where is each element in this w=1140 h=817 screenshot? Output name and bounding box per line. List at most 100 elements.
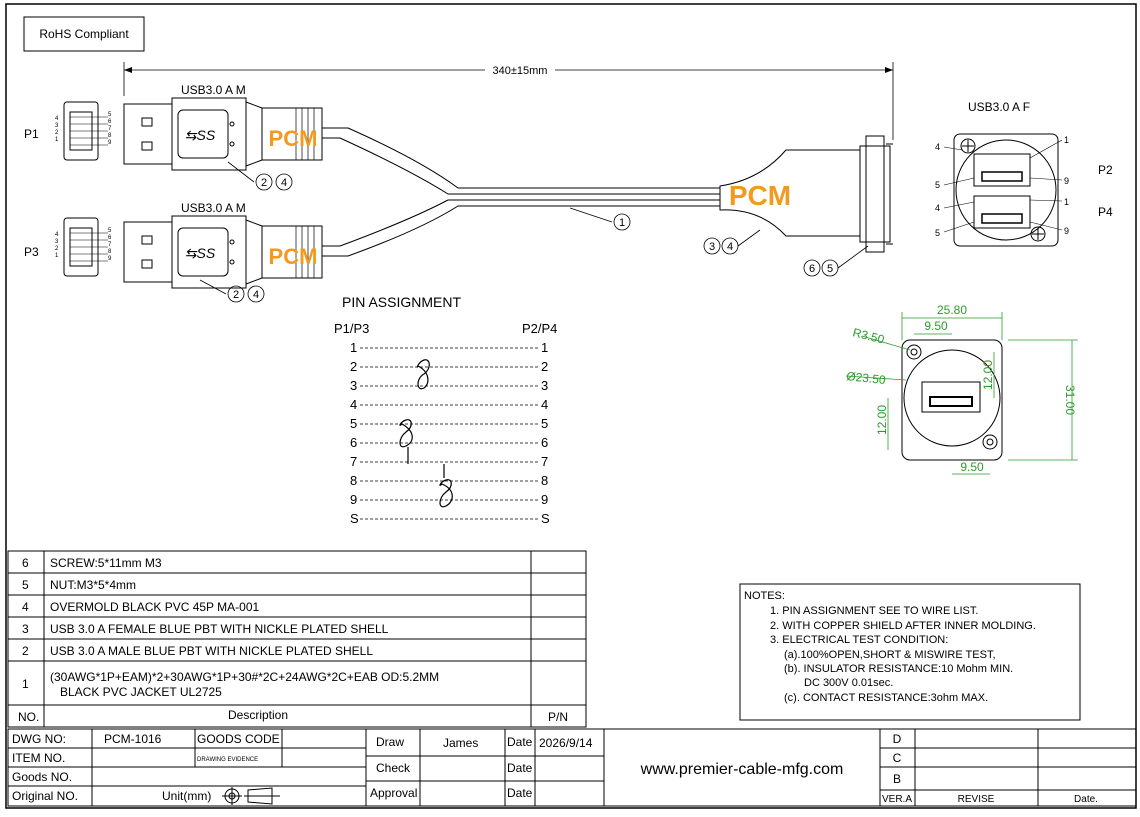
- svg-text:1: 1: [1064, 197, 1069, 207]
- svg-text:5: 5: [22, 578, 29, 592]
- svg-text:PIN ASSIGNMENT: PIN ASSIGNMENT: [342, 294, 461, 310]
- svg-text:5: 5: [935, 180, 940, 190]
- svg-text:Date: Date: [507, 761, 533, 775]
- pin-left-S: S: [350, 511, 359, 526]
- svg-text:Draw: Draw: [376, 735, 404, 749]
- svg-text:2: 2: [22, 644, 29, 658]
- plug2-label: USB3.0 A M: [181, 201, 246, 215]
- svg-text:4: 4: [55, 232, 59, 238]
- pin-left-2: 2: [350, 359, 357, 374]
- svg-text:6: 6: [108, 119, 112, 125]
- svg-text:(a).100%OPEN,SHORT & MISWIRE T: (a).100%OPEN,SHORT & MISWIRE TEST,: [784, 649, 996, 661]
- svg-text:9.50: 9.50: [924, 319, 948, 333]
- svg-text:9: 9: [108, 256, 112, 262]
- twisted-pair-marks: [399, 359, 453, 508]
- pin-left-4: 4: [350, 397, 357, 412]
- svg-text:REVISE: REVISE: [958, 794, 995, 805]
- svg-text:Date: Date: [507, 735, 533, 749]
- website-url: www.premier-cable-mfg.com: [640, 761, 844, 778]
- svg-text:PCM-1016: PCM-1016: [104, 732, 162, 746]
- svg-text:9: 9: [1064, 226, 1069, 236]
- svg-text:B: B: [893, 772, 901, 786]
- svg-text:(b). INSULATOR RESISTANCE:10 M: (b). INSULATOR RESISTANCE:10 Mohm MIN.: [784, 663, 1013, 675]
- receptacle-side-view: PCM: [719, 135, 893, 253]
- svg-text:7: 7: [108, 126, 112, 132]
- svg-text:12.00: 12.00: [875, 405, 889, 435]
- pin-right-6: 6: [541, 435, 548, 450]
- usb-plug-1: ⇆SS PCM: [123, 97, 323, 171]
- title-block-grid: [7, 728, 1137, 807]
- svg-text:3: 3: [22, 622, 29, 636]
- title-block-text: DWG NO: PCM-1016 GOODS CODE ITEM NO. DRA…: [12, 732, 1098, 805]
- notes-box: [739, 583, 1081, 721]
- pcm-logo-2: PCM: [269, 244, 318, 269]
- svg-text:4: 4: [55, 116, 59, 122]
- svg-text:3: 3: [55, 239, 59, 245]
- svg-text:5: 5: [108, 228, 112, 234]
- svg-text:2: 2: [261, 177, 267, 189]
- svg-text:5: 5: [108, 112, 112, 118]
- svg-text:1. PIN ASSIGNMENT SEE TO WIRE: 1. PIN ASSIGNMENT SEE TO WIRE LIST.: [770, 605, 978, 617]
- overall-dimension: 340±15mm: [123, 62, 894, 140]
- rohs-box: [23, 16, 145, 52]
- svg-text:4: 4: [727, 241, 733, 253]
- p3-label: P3: [24, 245, 39, 259]
- pin-left-7: 7: [350, 454, 357, 469]
- svg-text:1: 1: [55, 253, 59, 259]
- svg-text:DWG NO:: DWG NO:: [12, 732, 66, 746]
- svg-text:8: 8: [108, 133, 112, 139]
- pin-left-5: 5: [350, 416, 357, 431]
- svg-text:4: 4: [281, 177, 287, 189]
- p2-label: P2: [1098, 163, 1113, 177]
- pin-left-9: 9: [350, 492, 357, 507]
- svg-text:Ø23.50: Ø23.50: [846, 369, 887, 387]
- svg-text:31.00: 31.00: [1063, 385, 1077, 415]
- svg-text:GOODS CODE: GOODS CODE: [197, 732, 280, 746]
- pin-right-2: 2: [541, 359, 548, 374]
- svg-text:1: 1: [55, 137, 59, 143]
- cable-y-split: [322, 127, 720, 257]
- svg-text:12.00: 12.00: [981, 360, 995, 390]
- callouts: [199, 161, 869, 303]
- svg-text:Approval: Approval: [370, 786, 417, 800]
- svg-text:4: 4: [22, 600, 29, 614]
- pin-right-S: S: [541, 511, 550, 526]
- pin-right-7: 7: [541, 454, 548, 469]
- svg-text:4: 4: [253, 289, 259, 301]
- svg-text:USB 3.0 A MALE BLUE PBT WITH: USB 3.0 A MALE BLUE PBT WITH NICKLE PLAT…: [50, 644, 373, 658]
- pin-right-3: 3: [541, 378, 548, 393]
- pin-left-3: 3: [350, 378, 357, 393]
- svg-text:NUT:M3*5*4mm: NUT:M3*5*4mm: [50, 578, 136, 592]
- svg-text:(30AWG*1P+EAM)*2+30AWG*1P+30#*: (30AWG*1P+EAM)*2+30AWG*1P+30#*2C+24AWG*2…: [50, 670, 439, 684]
- pcm-logo-3: PCM: [729, 180, 791, 211]
- pin-right-1: 1: [541, 340, 548, 355]
- svg-text:(c). CONTACT RESISTANCE:3ohm M: (c). CONTACT RESISTANCE:3ohm MAX.: [784, 692, 988, 704]
- svg-text:4: 4: [935, 203, 940, 213]
- svg-text:4: 4: [935, 142, 940, 152]
- usb-ss-icon: ⇆SS: [185, 127, 216, 143]
- p1-label: P1: [24, 127, 39, 141]
- svg-text:1: 1: [1064, 135, 1069, 145]
- svg-text:6: 6: [22, 556, 29, 570]
- svg-text:VER.A: VER.A: [882, 794, 912, 805]
- pcm-logo-1: PCM: [269, 126, 318, 151]
- plug1-label: USB3.0 A M: [181, 83, 246, 97]
- svg-text:7: 7: [108, 242, 112, 248]
- svg-text:Date: Date: [507, 786, 533, 800]
- svg-text:Date.: Date.: [1074, 794, 1098, 805]
- svg-text:3. ELECTRICAL TEST CONDITION:: 3. ELECTRICAL TEST CONDITION:: [770, 634, 948, 646]
- svg-text:R3.50: R3.50: [851, 325, 886, 346]
- svg-text:James: James: [443, 736, 478, 750]
- receptacle-label: USB3.0 A F: [968, 100, 1030, 114]
- bom-grid: [7, 550, 587, 728]
- svg-text:Description: Description: [228, 708, 288, 722]
- svg-text:Check: Check: [376, 761, 411, 775]
- notes: NOTES: 1. PIN ASSIGNMENT SEE TO WIRE LIS…: [744, 590, 1036, 704]
- svg-text:2: 2: [233, 289, 239, 301]
- pin-right-5: 5: [541, 416, 548, 431]
